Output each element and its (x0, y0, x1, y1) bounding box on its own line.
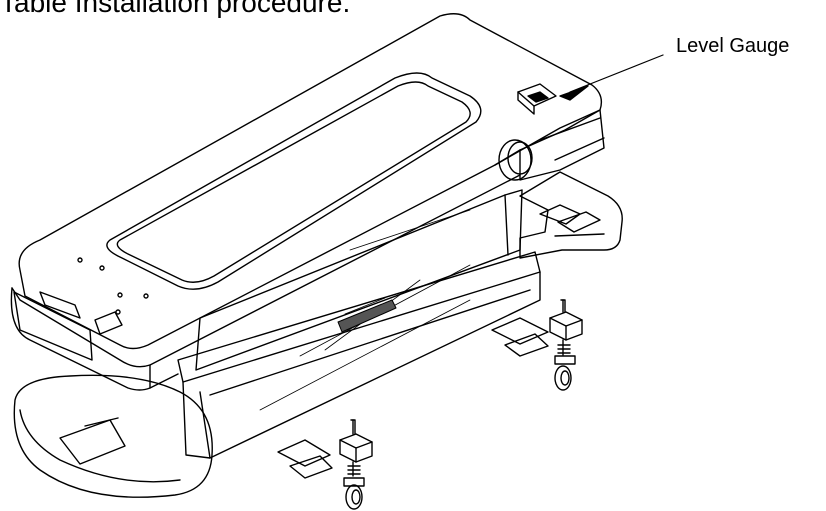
page-heading: Table Installation procedure. (0, 0, 351, 18)
leveling-bolt-icon (549, 299, 583, 356)
level-gauge-leader-line (569, 54, 664, 93)
front-leveling-foot (277, 419, 373, 510)
caster-wheel-icon (554, 355, 576, 391)
tabletop (10, 13, 605, 391)
adjustment-knob (498, 139, 533, 181)
leveling-bolt-icon (339, 419, 373, 477)
front-floor-base (13, 374, 213, 498)
rear-floor-base (519, 171, 623, 259)
level-gauge-icon (517, 83, 589, 115)
support-column (195, 189, 523, 371)
base-rail (177, 251, 541, 459)
level-gauge-label: Level Gauge (676, 35, 790, 57)
caster-wheel-icon (343, 477, 365, 510)
rear-leveling-foot (491, 299, 583, 391)
